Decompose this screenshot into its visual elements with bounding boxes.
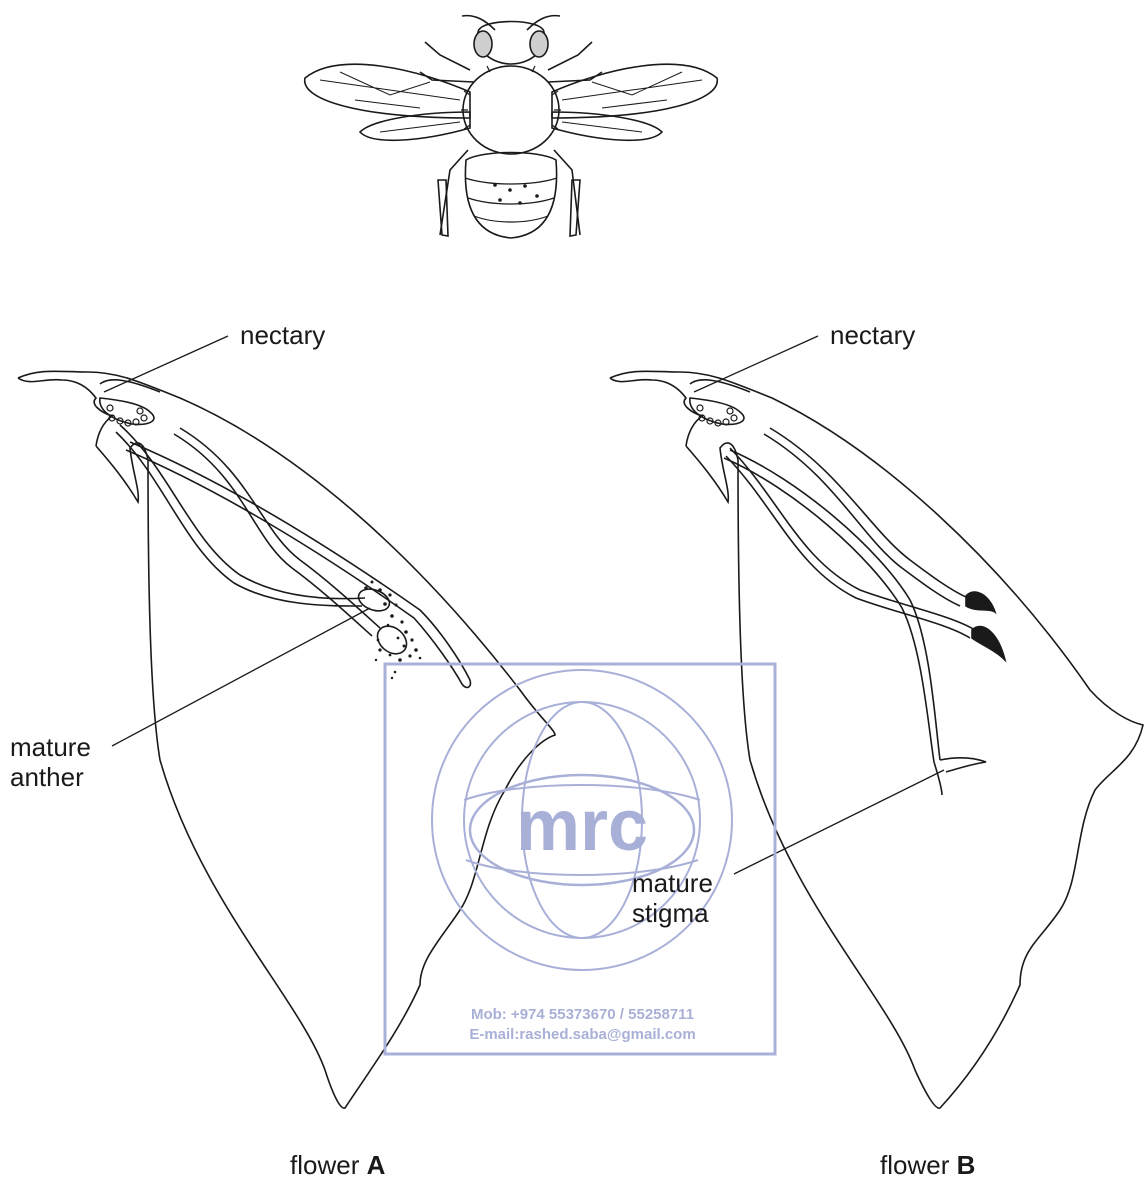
watermark-logo: mrc [385,664,775,1054]
flower-b-drawing [610,371,1143,1108]
flower-a-drawing [18,371,555,1108]
flower-a-style [130,442,470,680]
caption-flower-b-letter: B [957,1150,976,1180]
label-stigma-line1: mature [632,868,713,898]
label-nectary-b: nectary [830,320,915,350]
watermark-mrc: mrc [516,786,648,866]
bee-right-forewing [552,64,717,118]
label-mature-anther: mature anther [10,732,91,792]
flower-b-filament-2 [730,448,975,630]
caption-flower-a: flower A [290,1150,385,1181]
flower-b-corolla [610,371,1143,1108]
flower-b-filament-1 [770,428,968,598]
leader-stigma [734,770,944,874]
label-mature-stigma: mature stigma [632,868,713,928]
caption-flower-b: flower B [880,1150,975,1181]
flower-b-anther-2 [972,627,1005,660]
leader-nectary-a [104,336,228,392]
flower-b-stigma [934,758,986,795]
caption-flower-a-prefix: flower [290,1150,359,1180]
flower-a-corolla [18,371,555,1108]
label-anther-line2: anther [10,762,91,792]
bee-abdomen [465,153,556,239]
watermark-email: E-mail:rashed.saba@gmail.com [390,1025,775,1045]
bee-thorax [463,66,559,154]
label-stigma-line2: stigma [632,898,713,928]
watermark-phone: Mob: +974 55373670 / 55258711 [390,1005,775,1025]
caption-flower-a-letter: A [367,1150,386,1180]
bee-illustration [305,16,718,238]
watermark-contact: Mob: +974 55373670 / 55258711 E-mail:ras… [390,1005,775,1045]
flower-b-anther-1 [966,592,995,612]
flower-a-filament-1 [120,425,365,599]
leader-nectary-b [694,336,818,392]
bee-left-forewing [305,64,470,118]
caption-flower-b-prefix: flower [880,1150,949,1180]
label-anther-line1: mature [10,732,91,762]
label-nectary-a: nectary [240,320,325,350]
